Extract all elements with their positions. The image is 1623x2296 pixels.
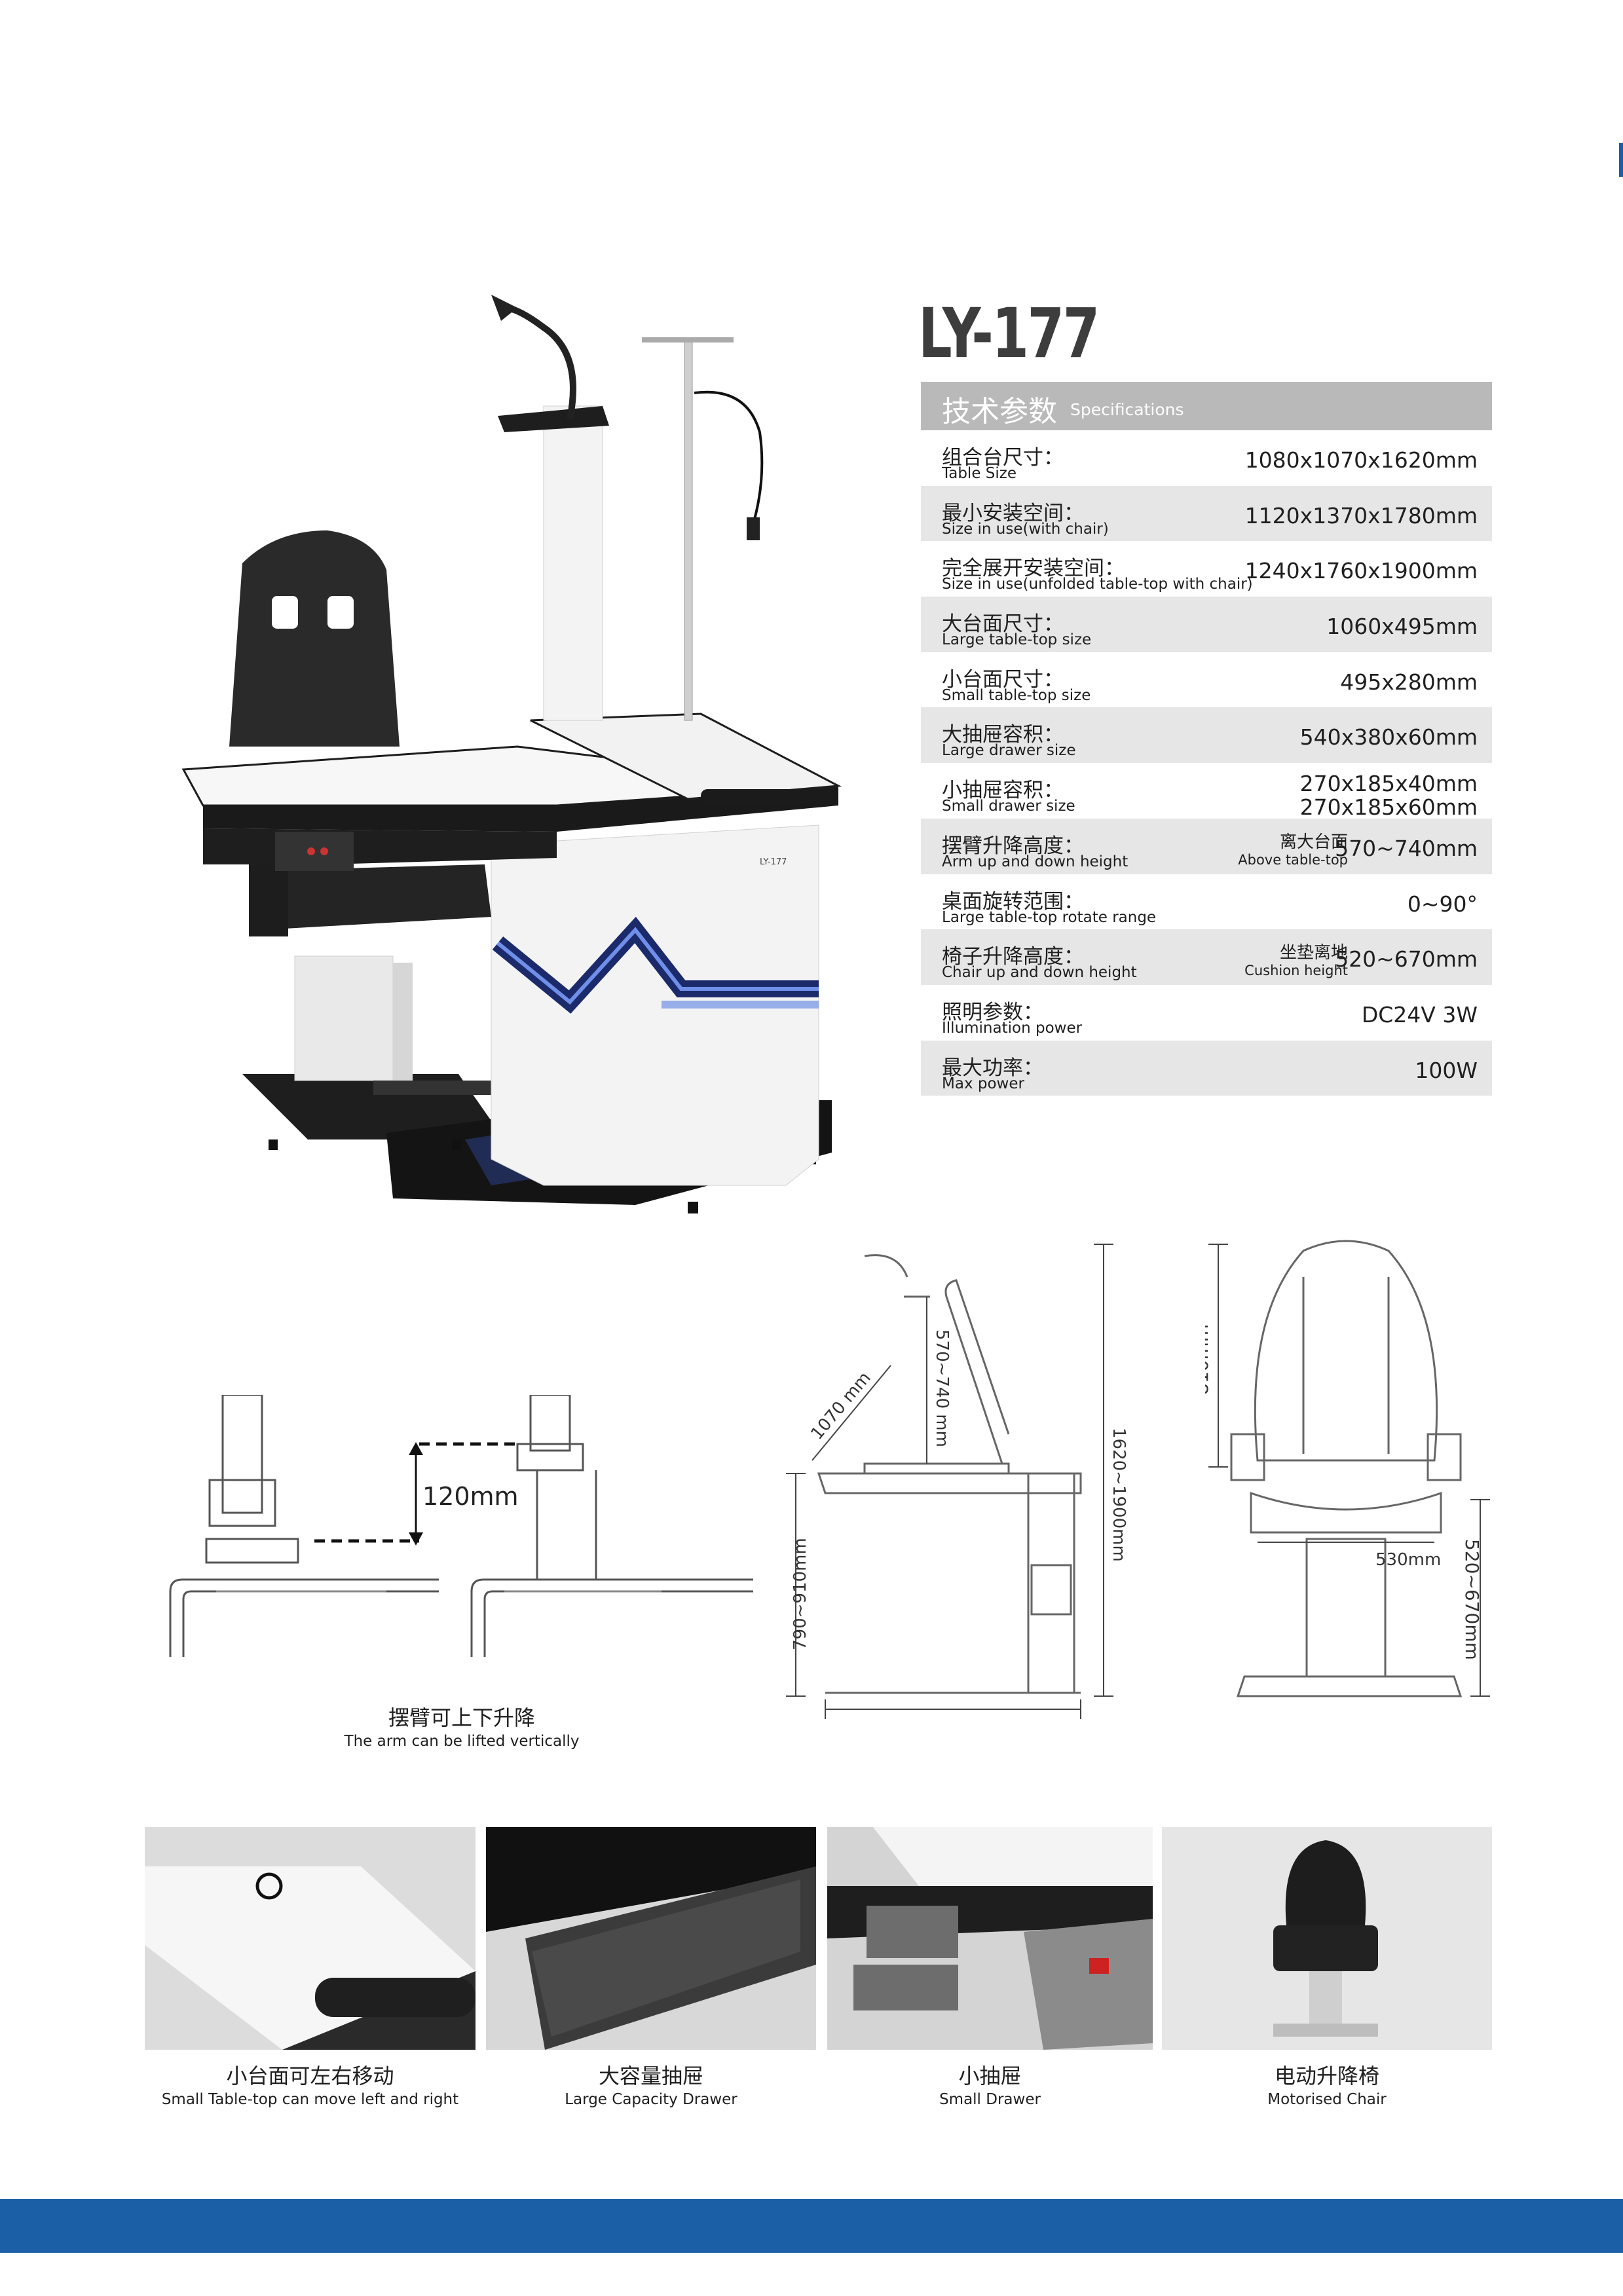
spec-row-small-drawer: 小抽屉容积： Small drawer size 270x185x40mm 27… bbox=[921, 763, 1492, 819]
spec-note: 离大台面 Above table-top bbox=[1238, 832, 1348, 868]
table-height-label: 790~910mm bbox=[791, 1538, 810, 1650]
feature-photo-small-drawer bbox=[827, 1827, 1153, 2050]
spec-label-zh: 最小安装空间： bbox=[942, 501, 1084, 525]
spec-label-zh: 椅子升降高度： bbox=[942, 945, 1084, 969]
spec-label-en: Large table-top rotate range bbox=[942, 908, 1157, 926]
spec-note-en: Above table-top bbox=[1238, 851, 1348, 868]
feature-caption-zh: 电动升降椅 bbox=[1274, 2064, 1379, 2088]
spec-label-en: Max power bbox=[942, 1075, 1024, 1092]
footer-bar bbox=[0, 2199, 1623, 2253]
spec-label-zh: 大台面尺寸： bbox=[942, 612, 1064, 637]
spec-note-zh: 离大台面 bbox=[1279, 832, 1348, 852]
feature-photo-large-drawer bbox=[486, 1827, 816, 2050]
edge-tab bbox=[1619, 143, 1623, 177]
spec-label-zh: 最大功率： bbox=[942, 1056, 1043, 1080]
arm-lift-value: 120mm bbox=[422, 1482, 519, 1511]
spec-row-table-size: 组合台尺寸： Table Size 1080x1070x1620mm bbox=[921, 430, 1492, 486]
spec-note: 坐垫离地 Cushion height bbox=[1244, 943, 1348, 978]
feature-photo-small-top bbox=[145, 1827, 476, 2050]
model-title: LY-177 bbox=[918, 293, 1100, 373]
spec-row-small-top: 小台面尺寸： Small table-top size 495x280mm bbox=[921, 652, 1492, 708]
spec-row-max-power: 最大功率： Max power 100W bbox=[921, 1040, 1492, 1096]
feature-caption: 电动升降椅 Motorised Chair bbox=[1162, 2060, 1492, 2108]
feature-caption-en: Small Table-top can move left and right bbox=[161, 2091, 459, 2108]
spec-row-chair-height: 椅子升降高度： Chair up and down height 坐垫离地 Cu… bbox=[921, 929, 1492, 985]
spec-label-zh: 桌面旋转范围： bbox=[942, 889, 1084, 914]
spec-label-en: Chair up and down height bbox=[942, 964, 1137, 982]
seat-width-label: 530mm bbox=[1375, 1550, 1441, 1570]
arm-height-label: 570~740 mm bbox=[932, 1329, 952, 1447]
spec-row-large-top: 大台面尺寸： Large table-top size 1060x495mm bbox=[921, 597, 1492, 652]
table-width-label: 1080mm bbox=[940, 1720, 1017, 1722]
spec-value: 570~740mm bbox=[1335, 835, 1478, 861]
spec-table-header: 技术参数 Specifications bbox=[921, 382, 1492, 430]
spec-label-zh: 大抽屉容积： bbox=[942, 723, 1064, 747]
spec-label-en: Large drawer size bbox=[942, 742, 1076, 760]
product-hero-image: LY-177 bbox=[181, 295, 842, 1213]
arm-lift-caption-zh: 摆臂可上下升降 bbox=[388, 1705, 535, 1730]
spec-label-en: Small table-top size bbox=[942, 686, 1091, 704]
spec-label-zh: 小台面尺寸： bbox=[942, 667, 1064, 692]
spec-value: 270x185x40mm 270x185x60mm bbox=[1300, 772, 1478, 819]
feature-caption-zh: 大容量抽屉 bbox=[598, 2064, 703, 2088]
feature-caption-en: Small Drawer bbox=[939, 2091, 1041, 2108]
feature-caption-zh: 小抽屉 bbox=[958, 2064, 1022, 2088]
feature-photo-motorised-chair bbox=[1162, 1827, 1492, 2050]
spec-value: 1120x1370x1780mm bbox=[1244, 502, 1478, 528]
spec-value: 1080x1070x1620mm bbox=[1244, 447, 1478, 473]
spec-label-en: Small drawer size bbox=[942, 798, 1075, 815]
spec-row-rotate-range: 桌面旋转范围： Large table-top rotate range 0~9… bbox=[921, 874, 1492, 930]
spec-row-arm-height: 摆臂升降高度： Arm up and down height 离大台面 Abov… bbox=[921, 818, 1492, 874]
spec-table: 组合台尺寸： Table Size 1080x1070x1620mm 最小安装空… bbox=[921, 430, 1492, 1096]
spec-value: DC24V 3W bbox=[1361, 1001, 1478, 1028]
spec-value: 0~90° bbox=[1407, 891, 1478, 917]
spec-note-zh: 坐垫离地 bbox=[1279, 943, 1348, 963]
spec-row-illumination: 照明参数： Illumination power DC24V 3W bbox=[921, 985, 1492, 1041]
arm-lift-diagram: 120mm bbox=[169, 1395, 753, 1657]
table-dimension-diagram: 1620~1900mm 790~910mm 1080mm 570~740 mm … bbox=[786, 1244, 1129, 1722]
spec-row-size-in-use: 最小安装空间： Size in use(with chair) 1120x137… bbox=[921, 485, 1492, 542]
feature-caption: 小台面可左右移动 Small Table-top can move left a… bbox=[145, 2060, 476, 2108]
seat-height-label: 520~670mm bbox=[1461, 1539, 1483, 1660]
spec-label-en: Table Size bbox=[942, 465, 1017, 482]
arm-lift-caption-en: The arm can be lifted vertically bbox=[344, 1733, 580, 1750]
feature-caption-zh: 小台面可左右移动 bbox=[226, 2064, 394, 2088]
spec-label-zh: 小抽屉容积： bbox=[942, 779, 1064, 803]
cabinet-label: LY-177 bbox=[760, 857, 787, 867]
spec-value: 1240x1760x1900mm bbox=[1244, 558, 1478, 584]
spec-label-zh: 照明参数： bbox=[942, 1000, 1043, 1024]
spec-row-size-unfolded: 完全展开安装空间： Size in use(unfolded table-top… bbox=[921, 541, 1492, 597]
spec-label-zh: 摆臂升降高度： bbox=[942, 834, 1084, 858]
chair-dimension-diagram: 810mm 530mm 520~670mm bbox=[1205, 1240, 1490, 1697]
spec-label-en: Illumination power bbox=[942, 1019, 1083, 1037]
arm-lift-caption: 摆臂可上下升降 The arm can be lifted vertically bbox=[298, 1701, 625, 1750]
spec-note-en: Cushion height bbox=[1244, 963, 1348, 979]
spec-value: 540x380x60mm bbox=[1299, 724, 1478, 750]
spec-row-large-drawer: 大抽屉容积： Large drawer size 540x380x60mm bbox=[921, 707, 1492, 764]
arm-reach-label: 1070 mm bbox=[807, 1368, 874, 1443]
spec-value: 495x280mm bbox=[1340, 669, 1478, 695]
spec-value-line2: 270x185x60mm bbox=[1299, 794, 1478, 821]
spec-value: 520~670mm bbox=[1335, 946, 1478, 972]
back-height-label: 810mm bbox=[1205, 1324, 1212, 1395]
spec-label-en: Size in use(with chair) bbox=[942, 520, 1109, 538]
spec-value: 100W bbox=[1415, 1057, 1478, 1083]
spec-label-zh: 组合台尺寸： bbox=[942, 446, 1064, 470]
feature-caption-en: Large Capacity Drawer bbox=[565, 2091, 737, 2108]
spec-label-zh: 完全展开安装空间： bbox=[942, 557, 1125, 581]
spec-header-zh: 技术参数 bbox=[942, 395, 1057, 428]
spec-label-en: Arm up and down height bbox=[942, 853, 1129, 870]
spec-value: 1060x495mm bbox=[1326, 614, 1478, 640]
total-height-label: 1620~1900mm bbox=[1109, 1428, 1129, 1562]
feature-caption-en: Motorised Chair bbox=[1267, 2091, 1387, 2108]
feature-caption: 大容量抽屉 Large Capacity Drawer bbox=[486, 2060, 816, 2108]
spec-value-line1: 270x185x40mm bbox=[1299, 771, 1478, 797]
spec-header-en: Specifications bbox=[1070, 400, 1184, 419]
spec-label-en: Large table-top size bbox=[942, 631, 1092, 649]
spec-label-en: Size in use(unfolded table-top with chai… bbox=[942, 576, 1253, 593]
feature-caption: 小抽屉 Small Drawer bbox=[827, 2060, 1153, 2108]
